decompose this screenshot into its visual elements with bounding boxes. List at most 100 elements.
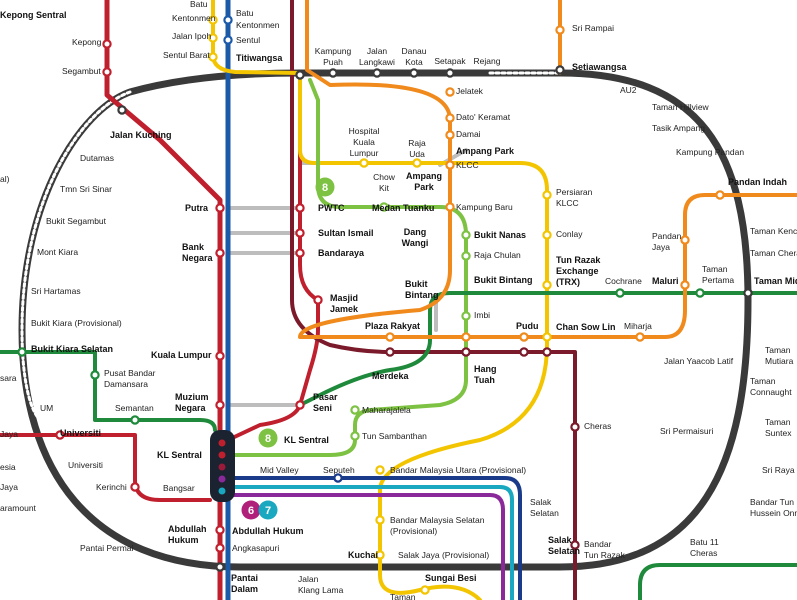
station-label[interactable]: Jelatek bbox=[456, 86, 484, 96]
station-marker[interactable] bbox=[117, 105, 127, 115]
station-label[interactable]: Salak Jaya (Provisional) bbox=[398, 550, 489, 560]
station-label[interactable]: KL Sentral bbox=[157, 450, 202, 460]
station-marker[interactable] bbox=[461, 251, 471, 261]
station-label[interactable]: Sentul bbox=[236, 35, 260, 45]
station-marker[interactable] bbox=[215, 400, 225, 410]
station-label[interactable]: Maharajalela bbox=[362, 405, 411, 415]
station-label[interactable]: Merdeka bbox=[372, 371, 410, 381]
station-label[interactable]: aramount bbox=[0, 503, 37, 513]
station-label[interactable]: UM bbox=[40, 403, 53, 413]
station-marker[interactable] bbox=[215, 543, 225, 553]
station-marker[interactable] bbox=[130, 415, 140, 425]
station-marker[interactable] bbox=[102, 39, 112, 49]
station-label[interactable]: Mid Valley bbox=[260, 465, 299, 475]
station-label[interactable]: Medan Tuanku bbox=[372, 203, 434, 213]
station-marker[interactable] bbox=[385, 332, 395, 342]
station-marker[interactable] bbox=[445, 160, 455, 170]
station-marker[interactable] bbox=[519, 347, 529, 357]
station-marker[interactable] bbox=[519, 332, 529, 342]
station-label[interactable]: Taman Hillview bbox=[652, 102, 710, 112]
station-label[interactable]: Setapak bbox=[434, 56, 466, 66]
station-label[interactable]: Kuchai bbox=[348, 550, 378, 560]
station-marker[interactable] bbox=[542, 347, 552, 357]
station-label[interactable]: Jaya bbox=[0, 429, 18, 439]
station-label[interactable]: Sri Rampai bbox=[572, 23, 614, 33]
station-marker[interactable] bbox=[445, 202, 455, 212]
station-marker[interactable] bbox=[102, 67, 112, 77]
station-marker[interactable] bbox=[680, 280, 690, 290]
station-marker[interactable] bbox=[90, 370, 100, 380]
station-marker[interactable] bbox=[350, 431, 360, 441]
station-label[interactable]: Raja Chulan bbox=[474, 250, 521, 260]
station-marker[interactable] bbox=[215, 203, 225, 213]
station-marker[interactable] bbox=[570, 540, 580, 550]
station-label[interactable]: Tmn Sri Sinar bbox=[60, 184, 112, 194]
station-marker[interactable] bbox=[445, 130, 455, 140]
station-marker[interactable] bbox=[295, 248, 305, 258]
station-marker[interactable] bbox=[743, 288, 753, 298]
station-label[interactable]: Mont Kiara bbox=[37, 247, 78, 257]
station-marker[interactable] bbox=[715, 190, 725, 200]
station-label[interactable]: Bukit Bintang bbox=[474, 275, 533, 285]
station-label[interactable]: Chan Sow Lin bbox=[556, 322, 616, 332]
station-marker[interactable] bbox=[542, 332, 552, 342]
station-label[interactable]: esia bbox=[0, 462, 16, 472]
station-marker[interactable] bbox=[359, 158, 369, 168]
station-label[interactable]: Bangsar bbox=[163, 483, 195, 493]
station-label[interactable]: Putra bbox=[185, 203, 209, 213]
station-marker[interactable] bbox=[555, 65, 565, 75]
station-marker[interactable] bbox=[130, 482, 140, 492]
station-label[interactable]: Cheras bbox=[584, 421, 611, 431]
station-label[interactable]: Kuala Lumpur bbox=[151, 350, 212, 360]
station-label[interactable]: Damai bbox=[456, 129, 481, 139]
station-label[interactable]: Tun Sambanthan bbox=[362, 431, 427, 441]
station-label[interactable]: Dato' Keramat bbox=[456, 112, 511, 122]
station-marker[interactable] bbox=[461, 230, 471, 240]
station-marker[interactable] bbox=[372, 68, 382, 78]
station-label[interactable]: Taman Cheras bbox=[750, 248, 797, 258]
station-label[interactable]: Taman Kencana bbox=[750, 226, 797, 236]
station-label[interactable]: Taman Mid bbox=[754, 276, 797, 286]
station-label[interactable]: Cochrane bbox=[605, 276, 642, 286]
station-label[interactable]: Pandan Indah bbox=[728, 177, 787, 187]
station-label[interactable]: Pantai Permai bbox=[80, 543, 133, 553]
station-marker[interactable] bbox=[215, 351, 225, 361]
station-label[interactable]: Miharja bbox=[624, 321, 652, 331]
station-label[interactable]: Segambut bbox=[62, 66, 101, 76]
station-label[interactable]: Universiti bbox=[68, 460, 103, 470]
station-label[interactable]: Sri Hartamas bbox=[31, 286, 81, 296]
station-label[interactable]: Angkasapuri bbox=[232, 543, 279, 553]
station-label[interactable]: Setiawangsa bbox=[572, 62, 628, 72]
station-label[interactable]: Bandar Malaysia Selatan(Provisional) bbox=[390, 515, 485, 536]
station-label[interactable]: Batu bbox=[190, 0, 208, 9]
station-marker[interactable] bbox=[215, 562, 225, 572]
station-marker[interactable] bbox=[555, 25, 565, 35]
station-label[interactable]: Seputeh bbox=[323, 465, 355, 475]
station-label[interactable]: Plaza Rakyat bbox=[365, 321, 420, 331]
station-label[interactable]: PWTC bbox=[318, 203, 345, 213]
station-label[interactable]: Semantan bbox=[115, 403, 154, 413]
station-marker[interactable] bbox=[635, 332, 645, 342]
station-label[interactable]: AU2 bbox=[620, 85, 637, 95]
station-label[interactable]: Batu bbox=[236, 8, 254, 18]
station-marker[interactable] bbox=[379, 202, 389, 212]
station-marker[interactable] bbox=[55, 430, 65, 440]
station-label[interactable]: Kepong bbox=[72, 37, 102, 47]
